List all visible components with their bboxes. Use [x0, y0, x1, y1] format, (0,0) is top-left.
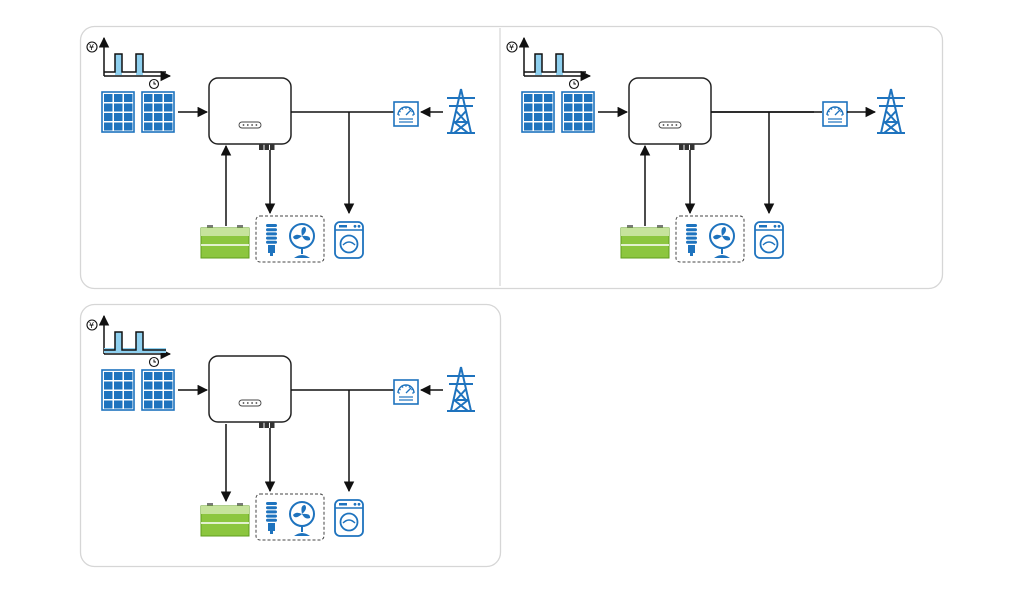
clock-icon: [568, 78, 580, 90]
solar-panel-icon: [141, 369, 175, 411]
bulb-icon: [266, 502, 277, 534]
panel-mode-2: ¥: [506, 36, 905, 263]
price-peak-1: [535, 54, 542, 75]
household-loads-box: [675, 215, 745, 263]
price-peak-2: [136, 54, 143, 75]
price-curve: [104, 53, 166, 73]
solar-panel-icon: [561, 91, 595, 133]
tariff-chart: ¥: [86, 36, 172, 90]
price-curve: [104, 331, 166, 351]
pylon-icon: [447, 88, 475, 134]
bulb-icon: [266, 224, 277, 256]
price-peak-2: [556, 54, 563, 75]
top-row-frame: [79, 25, 944, 290]
tariff-chart: ¥: [506, 36, 592, 90]
household-loads-box: [255, 493, 325, 541]
currency-symbol: ¥: [89, 43, 94, 52]
meter-icon: [822, 101, 848, 127]
solar-panel-icon: [521, 91, 555, 133]
battery-icon: [200, 503, 250, 537]
pylon-icon: [877, 88, 905, 134]
panel-mode-1: ¥: [86, 36, 475, 263]
fan-icon: [289, 501, 315, 536]
washer-icon: [754, 221, 784, 259]
washer-icon: [334, 221, 364, 259]
solar-panel-icon: [141, 91, 175, 133]
battery-icon: [200, 225, 250, 259]
currency-symbol: ¥: [89, 321, 94, 330]
currency-symbol: ¥: [509, 43, 514, 52]
price-curve: [524, 53, 586, 73]
inverter-icon: [208, 355, 292, 428]
battery-icon: [620, 225, 670, 259]
meter-icon: [393, 379, 419, 405]
fan-icon: [289, 223, 315, 258]
clock-icon: [148, 356, 160, 368]
pylon-icon: [447, 366, 475, 412]
price-peak-1: [115, 54, 122, 75]
price-peak-2: [136, 332, 143, 353]
tariff-chart: ¥: [86, 314, 172, 368]
meter-icon: [393, 101, 419, 127]
inverter-icon: [208, 77, 292, 150]
bulb-icon: [686, 224, 697, 256]
panel-mode-3: ¥: [86, 314, 475, 541]
washer-icon: [334, 499, 364, 537]
clock-icon: [148, 78, 160, 90]
fan-icon: [709, 223, 735, 258]
household-loads-box: [255, 215, 325, 263]
price-peak-1: [115, 332, 122, 353]
solar-panel-icon: [101, 369, 135, 411]
solar-panel-icon: [101, 91, 135, 133]
inverter-icon: [628, 77, 712, 150]
bottom-panel-frame: [79, 303, 502, 568]
